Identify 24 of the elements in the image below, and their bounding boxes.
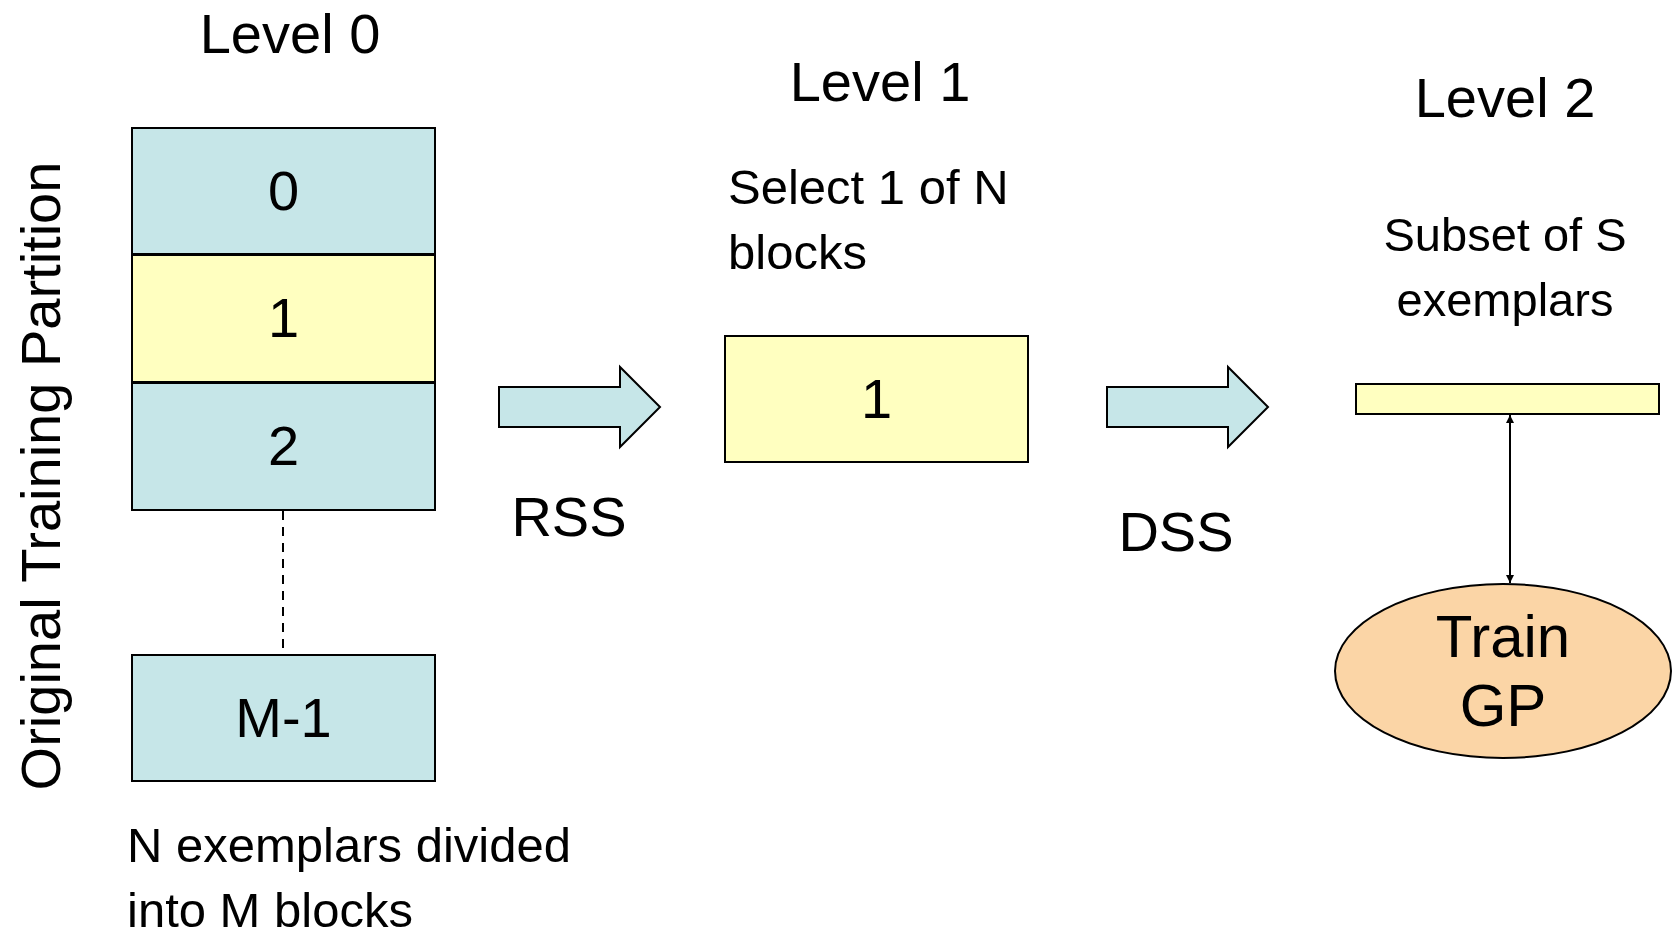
block [724,335,1029,463]
node-label: M-1 [235,685,332,751]
node-label: Train GP [1434,602,1572,740]
edge-label: DSS [1118,498,1234,564]
block [131,654,436,782]
block [131,382,436,511]
block-arrow [1106,364,1270,450]
subset-bar [1355,383,1660,415]
description-text: Subset of S exemplars [1382,207,1628,328]
double-arrow [1506,414,1514,584]
description-text: N exemplars divided into M blocks [127,817,572,929]
node-label: 1 [267,286,300,351]
node-label: 1 [860,366,893,432]
node-label: 2 [267,414,300,479]
level-heading: Level 0 [198,1,382,67]
block [131,127,436,255]
node-label: 0 [267,158,300,224]
description-text: Select 1 of N blocks [728,159,1010,281]
level-heading: Level 1 [788,49,972,115]
level-heading: Level 2 [1413,65,1597,131]
edge-label: RSS [511,483,627,549]
block-arrow [498,364,662,450]
axis-title: Original Training Partition [8,161,74,791]
block [131,254,436,383]
